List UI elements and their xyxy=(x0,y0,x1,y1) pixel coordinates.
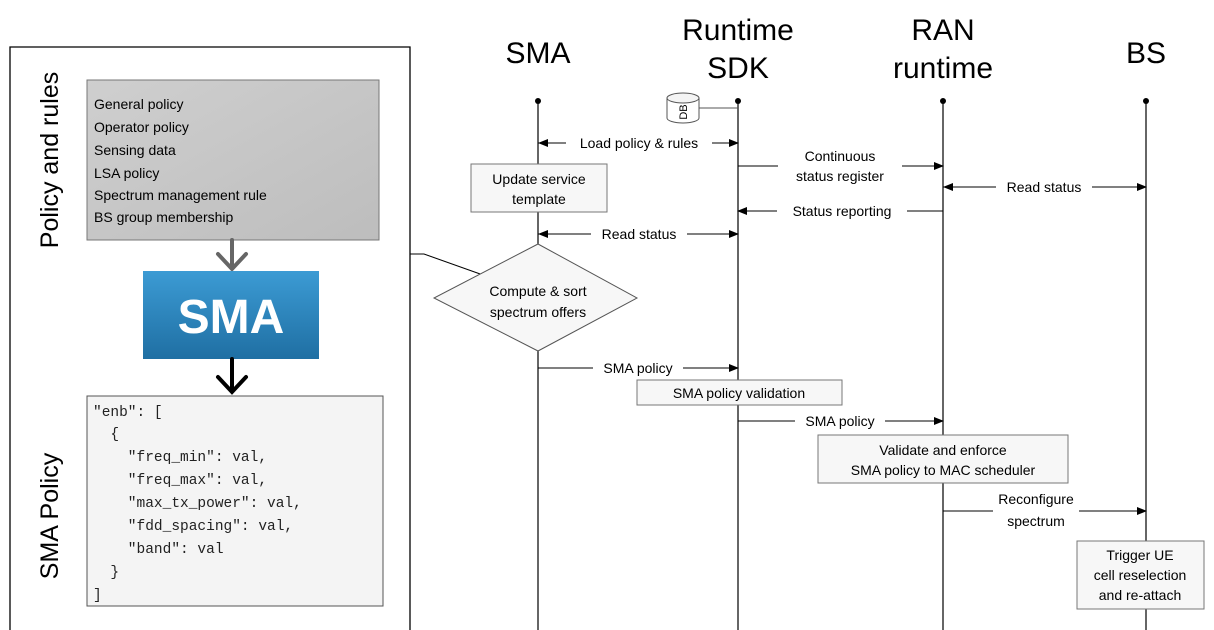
msg-sma-policy-1-label: SMA policy xyxy=(603,360,672,376)
msg-continuous-status-label-1: Continuous xyxy=(805,148,876,164)
lifeline-header-ran-line1: RAN xyxy=(911,14,974,47)
lifeline-header-sma: SMA xyxy=(505,37,570,70)
sma-policy-code-box xyxy=(86,395,384,607)
activity-compute-sort: Compute & sort spectrum offers xyxy=(432,243,639,352)
lifeline-header-sdk-line2: SDK xyxy=(707,52,769,85)
input-general-policy: General policy xyxy=(94,96,184,112)
msg-reconfigure-label-1: Reconfigure xyxy=(998,491,1074,507)
code-line: ] xyxy=(93,588,102,604)
msg-load-policy-label: Load policy & rules xyxy=(580,135,698,151)
policy-and-rules-label: Policy and rules xyxy=(36,72,64,248)
input-lsa-policy: LSA policy xyxy=(94,165,159,181)
left-panel-frame xyxy=(9,46,411,630)
code-line: } xyxy=(93,565,119,581)
activity-validate-enforce-line2: SMA policy to MAC scheduler xyxy=(851,462,1036,478)
sma-policy-label: SMA Policy xyxy=(36,452,64,579)
msg-read-status-sma-label: Read status xyxy=(602,226,677,242)
code-line: "freq_max": val, xyxy=(93,473,267,489)
msg-sma-policy-2-label: SMA policy xyxy=(805,413,874,429)
activity-update-template-line1: Update service xyxy=(492,171,586,187)
input-bs-group-membership: BS group membership xyxy=(94,209,234,225)
activity-trigger-ue-line1: Trigger UE xyxy=(1106,547,1173,563)
activity-trigger-ue: Trigger UE cell reselection and re-attac… xyxy=(1076,540,1205,610)
activity-policy-validation-label: SMA policy validation xyxy=(673,385,805,401)
arrow-down-black-icon xyxy=(216,357,248,395)
activity-trigger-ue-line2: cell reselection xyxy=(1094,567,1187,583)
database-icon xyxy=(666,92,738,124)
sma-block xyxy=(143,271,319,359)
arrow-down-gray-icon xyxy=(216,238,248,272)
activity-trigger-ue-line3: and re-attach xyxy=(1099,587,1182,603)
message-labels: Load policy & rules Continuous status re… xyxy=(566,133,1092,531)
msg-status-reporting-label: Status reporting xyxy=(793,203,892,219)
activity-policy-validation: SMA policy validation xyxy=(636,379,843,406)
msg-reconfigure-label-2: spectrum xyxy=(1007,513,1065,529)
input-sensing-data: Sensing data xyxy=(94,142,176,158)
code-line: "max_tx_power": val, xyxy=(93,496,302,512)
msg-read-status-bs-label: Read status xyxy=(1007,179,1082,195)
code-line: "fdd_spacing": val, xyxy=(93,519,293,535)
lifeline-dots xyxy=(535,98,1149,104)
activity-update-template-line2: template xyxy=(512,191,566,207)
lifeline-header-bs: BS xyxy=(1126,37,1166,70)
input-spectrum-management-rule: Spectrum management rule xyxy=(94,187,267,203)
code-line: "freq_min": val, xyxy=(93,450,267,466)
lifeline-header-ran-line2: runtime xyxy=(893,52,993,85)
callout-connector xyxy=(410,253,484,276)
input-operator-policy: Operator policy xyxy=(94,119,189,135)
activity-validate-enforce: Validate and enforce SMA policy to MAC s… xyxy=(817,434,1069,484)
sma-policy-code: "enb": [ { "freq_min": val, "freq_max": … xyxy=(93,405,302,604)
lifeline-header-sdk-line1: Runtime xyxy=(682,14,794,47)
reverse-arrowheads xyxy=(538,139,953,238)
activity-compute-sort-line1: Compute & sort xyxy=(489,283,586,299)
code-line: "band": val xyxy=(93,542,224,558)
sma-block-label: SMA xyxy=(178,291,285,344)
msg-continuous-status-label-2: status register xyxy=(796,168,884,184)
code-line: "enb": [ xyxy=(93,405,163,421)
activity-validate-enforce-line1: Validate and enforce xyxy=(879,442,1007,458)
database-label: DB xyxy=(678,104,690,119)
activity-update-template: Update service template xyxy=(470,163,608,213)
policy-inputs-list: General policy Operator policy Sensing d… xyxy=(94,96,267,225)
code-line: { xyxy=(93,427,119,443)
activity-compute-sort-line2: spectrum offers xyxy=(490,304,586,320)
